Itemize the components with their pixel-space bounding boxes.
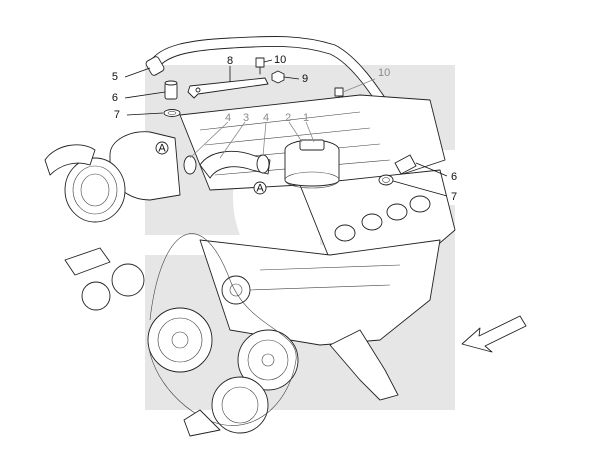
mounting-bracket <box>187 77 269 99</box>
nut-top <box>271 70 285 84</box>
o-ring-right <box>378 174 394 186</box>
clamp-left <box>183 155 197 175</box>
callout-5: 5 <box>112 71 118 83</box>
callout-6-right: 6 <box>451 171 457 183</box>
callout-8: 8 <box>227 55 233 67</box>
callout-4-left: 4 <box>225 112 231 124</box>
callout-10: 10 <box>274 54 286 66</box>
marker-a-label: A <box>158 143 166 155</box>
reference-marker-a2: A <box>253 181 267 195</box>
callout-4-right: 4 <box>263 112 269 124</box>
callout-7-right: 7 <box>451 191 457 203</box>
oil-separator <box>284 139 340 189</box>
fitting-left <box>164 80 178 100</box>
direction-arrow <box>461 315 527 353</box>
callouts: 5 6 7 8 10 9 10 4 3 4 2 1 6 7 <box>112 54 457 203</box>
reference-marker-a1: A <box>155 141 169 155</box>
callout-3: 3 <box>243 112 249 124</box>
callout-6: 6 <box>112 92 118 104</box>
o-ring-left <box>163 109 181 117</box>
clamp-right <box>256 154 270 174</box>
callout-10-grey: 10 <box>378 67 390 79</box>
fitting-right <box>394 154 417 175</box>
callout-7: 7 <box>114 109 120 121</box>
callout-9: 9 <box>302 73 308 85</box>
callout-2: 2 <box>285 112 291 124</box>
marker-a-label: A <box>256 183 264 195</box>
leader-lines <box>124 59 448 197</box>
bolt-top <box>255 57 265 75</box>
callout-1: 1 <box>303 112 309 124</box>
